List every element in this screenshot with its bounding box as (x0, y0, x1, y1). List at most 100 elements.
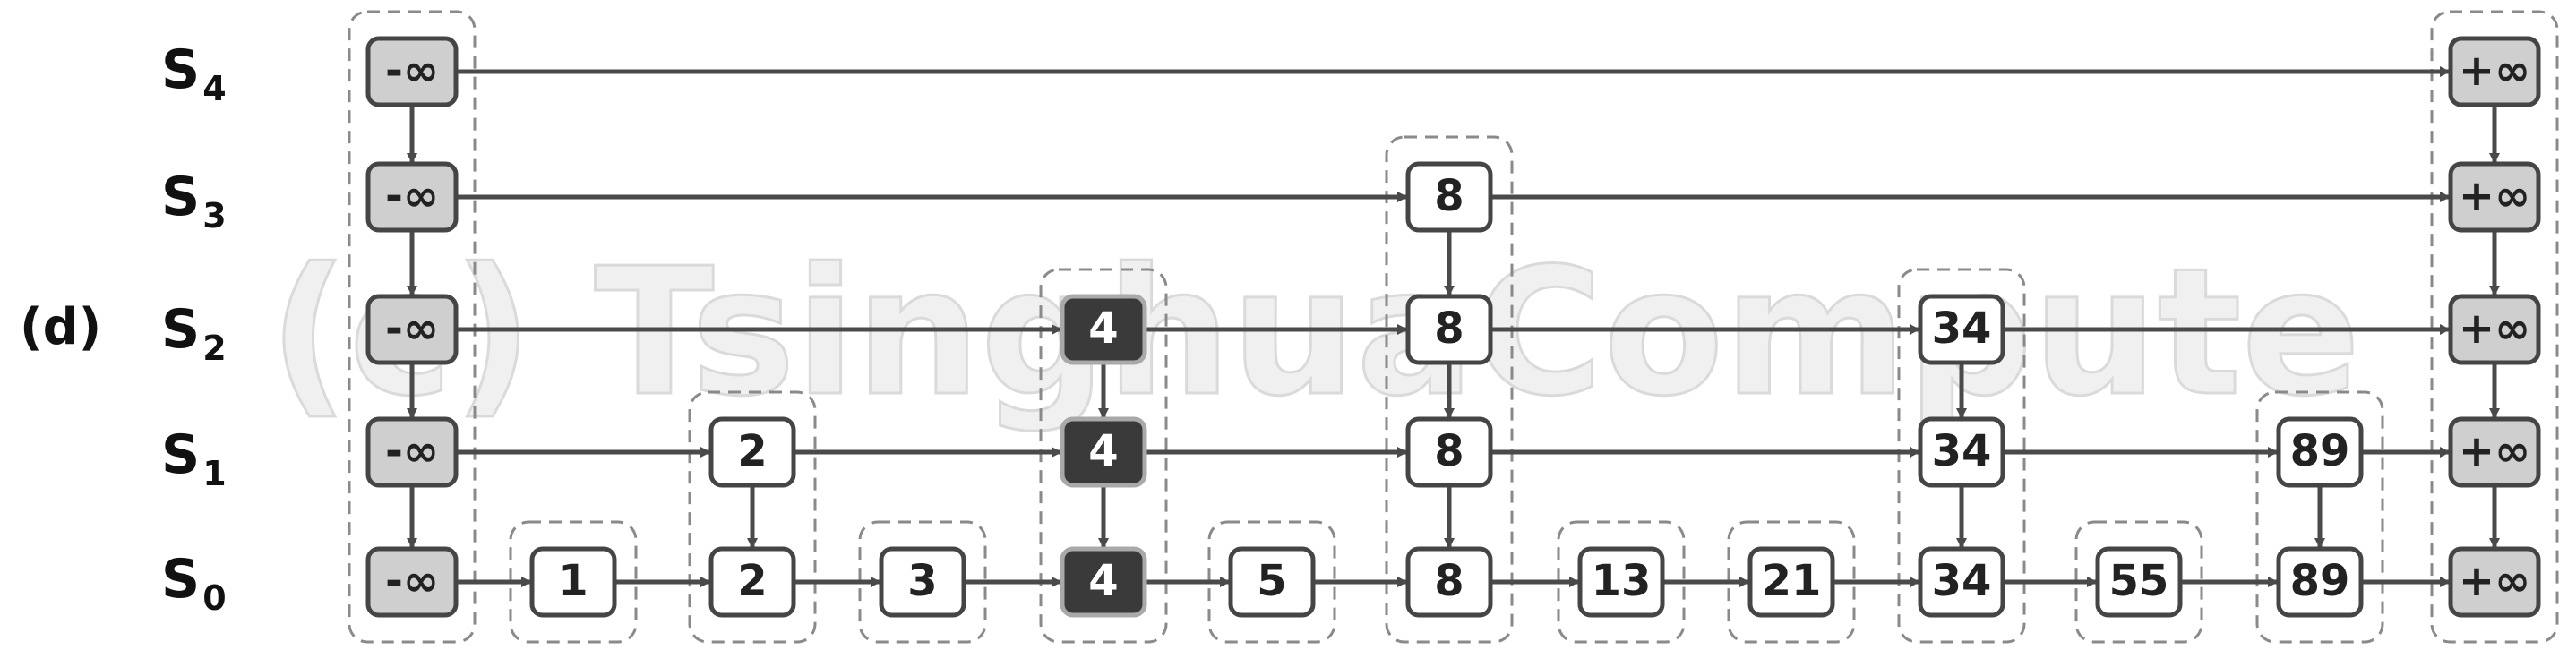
highlighted-node: 4 (1060, 416, 1147, 488)
list-node: 2 (708, 416, 796, 488)
level-prefix: S (161, 38, 201, 101)
sentinel-node: +∞ (2448, 416, 2541, 488)
node-box (1405, 546, 1493, 618)
column-group-frame (2255, 390, 2384, 644)
list-node: 89 (2276, 416, 2364, 488)
node-key: -∞ (385, 46, 439, 96)
column-group-frame (688, 390, 817, 644)
watermark: (c) TsinghuaComputer (269, 235, 2365, 432)
level-links (407, 66, 2500, 587)
list-node: 5 (1228, 546, 1316, 618)
highlighted-node: 4 (1060, 294, 1147, 365)
node-key: 3 (907, 556, 937, 606)
list-node: 34 (1918, 416, 2005, 488)
node-key: -∞ (385, 426, 439, 476)
node-key: -∞ (385, 304, 439, 354)
node-key: +∞ (2459, 556, 2530, 606)
node-key: +∞ (2459, 46, 2530, 96)
node-box (1060, 546, 1147, 618)
level-index: 2 (202, 329, 227, 368)
list-node: 34 (1918, 546, 2005, 618)
node-box (2448, 36, 2541, 107)
sentinel-node: -∞ (365, 294, 459, 365)
node-key: 4 (1088, 304, 1118, 354)
node-box (1577, 546, 1665, 618)
node-box (1060, 416, 1147, 488)
node-box (2448, 161, 2541, 233)
sentinel-node: -∞ (365, 36, 459, 107)
node-box (365, 294, 459, 365)
node-box (365, 416, 459, 488)
node-key: 8 (1434, 171, 1464, 221)
column-group-frame (1557, 520, 1686, 644)
node-key: 1 (558, 556, 588, 606)
node-box (1405, 294, 1493, 365)
highlighted-node: 4 (1060, 546, 1147, 618)
column-group-frame (1385, 135, 1514, 644)
node-box (1228, 546, 1316, 618)
node-box (708, 546, 796, 618)
column-group-frame (2430, 10, 2559, 644)
node-box (365, 546, 459, 618)
node-box (1405, 161, 1493, 233)
list-node: 2 (708, 546, 796, 618)
node-key: 34 (1932, 426, 1992, 476)
sentinel-node: +∞ (2448, 294, 2541, 365)
level-index: 1 (202, 454, 227, 493)
node-key: +∞ (2459, 171, 2530, 221)
node-box (365, 36, 459, 107)
sentinel-node: +∞ (2448, 161, 2541, 233)
level-label-s4: S4 (161, 43, 227, 106)
node-box (2276, 546, 2364, 618)
node-key: 2 (737, 556, 767, 606)
column-group-frame (1207, 520, 1336, 644)
node-box (1918, 546, 2005, 618)
node-key: +∞ (2459, 426, 2530, 476)
list-node: 8 (1405, 294, 1493, 365)
level-index: 3 (202, 196, 227, 235)
column-group-frame (1039, 268, 1168, 644)
list-node: 34 (1918, 294, 2005, 365)
node-key: 55 (2109, 556, 2169, 606)
node-box (879, 546, 966, 618)
node-key: 13 (1592, 556, 1652, 606)
list-node: 13 (1577, 546, 1665, 618)
node-key: 89 (2290, 556, 2350, 606)
level-prefix: S (161, 548, 201, 611)
node-key: 8 (1434, 556, 1464, 606)
node-box (1918, 416, 2005, 488)
node-box (529, 546, 617, 618)
column-group-frame (1897, 268, 2026, 644)
column-group-frame (2074, 520, 2203, 644)
node-box (1747, 546, 1835, 618)
level-label-s3: S3 (161, 170, 227, 233)
sentinel-node: -∞ (365, 416, 459, 488)
node-box (365, 161, 459, 233)
node-key: -∞ (385, 556, 439, 606)
node-key: 21 (1762, 556, 1822, 606)
list-node: 89 (2276, 546, 2364, 618)
level-index: 4 (202, 69, 227, 108)
node-box (2448, 416, 2541, 488)
node-box (2448, 294, 2541, 365)
level-prefix: S (161, 166, 201, 228)
list-node: 21 (1747, 546, 1835, 618)
list-node: 1 (529, 546, 617, 618)
sentinel-node: -∞ (365, 161, 459, 233)
node-key: +∞ (2459, 304, 2530, 354)
column-group-frame (858, 520, 987, 644)
list-node: 8 (1405, 546, 1493, 618)
level-label-s0: S0 (161, 552, 227, 615)
node-key: 8 (1434, 304, 1464, 354)
node-key: 34 (1932, 556, 1992, 606)
level-label-s1: S1 (161, 428, 227, 491)
node-key: 4 (1088, 556, 1118, 606)
list-node: 3 (879, 546, 966, 618)
list-node: 8 (1405, 416, 1493, 488)
column-groups (348, 10, 2559, 644)
column-group-frame (509, 520, 638, 644)
column-group-frame (348, 10, 477, 644)
node-box (2276, 416, 2364, 488)
